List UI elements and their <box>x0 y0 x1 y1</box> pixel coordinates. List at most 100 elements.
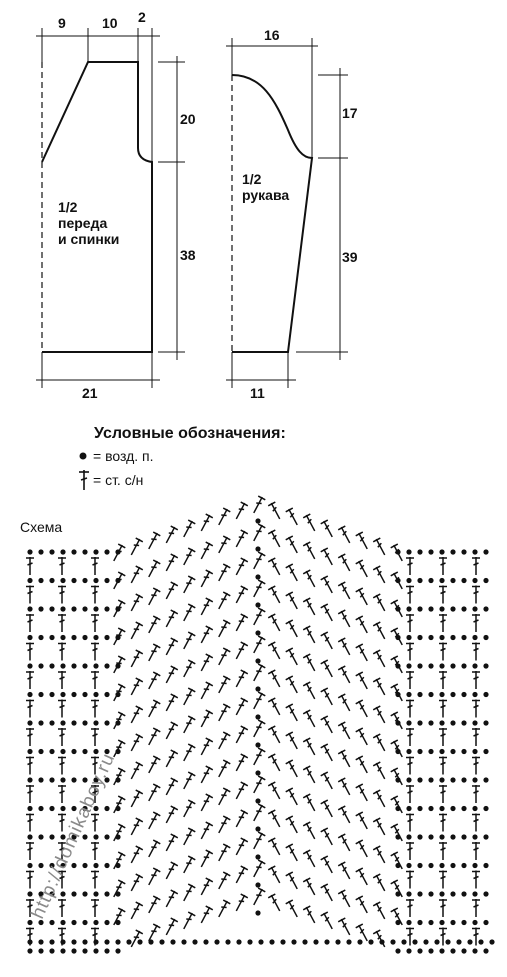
chain-stitch <box>461 919 467 926</box>
double-crochet-stitch <box>372 537 386 556</box>
chain-stitch <box>417 834 423 840</box>
chain-stitch <box>483 549 489 555</box>
chain-stitch <box>406 549 412 555</box>
chain-stitch <box>483 691 489 698</box>
chain-stitch <box>258 939 264 945</box>
chain-stitch <box>93 663 99 669</box>
chain-stitch <box>269 939 275 945</box>
chain-stitch <box>93 948 99 954</box>
double-crochet-stitch <box>148 811 161 830</box>
double-crochet-stitch <box>91 728 99 746</box>
scheme-title: Схема <box>20 519 62 535</box>
double-crochet-stitch <box>165 749 179 768</box>
chain-stitch <box>255 742 261 748</box>
double-crochet-stitch <box>113 683 126 702</box>
double-crochet-stitch <box>267 557 281 576</box>
chain-stitch <box>472 948 478 954</box>
double-crochet-stitch <box>218 507 231 526</box>
double-crochet-stitch <box>390 711 403 730</box>
chain-stitch <box>428 834 434 840</box>
double-crochet-stitch <box>337 833 351 852</box>
double-crochet-stitch <box>372 817 386 836</box>
chain-stitch <box>38 862 44 869</box>
double-crochet-stitch <box>472 899 480 917</box>
double-crochet-stitch <box>91 899 99 917</box>
double-crochet-stitch <box>337 917 351 936</box>
chain-stitch <box>406 720 412 726</box>
chain-stitch <box>60 891 66 897</box>
double-crochet-stitch <box>472 642 480 661</box>
chain-stitch <box>417 691 423 698</box>
chain-stitch <box>126 939 132 945</box>
double-crochet-stitch <box>406 699 414 718</box>
double-crochet-stitch <box>148 531 161 550</box>
double-crochet-stitch <box>91 699 99 718</box>
double-crochet-stitch <box>113 767 126 786</box>
chain-stitch <box>38 606 44 612</box>
chain-stitch <box>49 663 55 669</box>
double-crochet-stitch <box>183 715 196 734</box>
chain-stitch <box>27 577 33 584</box>
double-crochet-stitch <box>285 815 298 834</box>
double-crochet-stitch <box>253 551 266 570</box>
front-back-label-3: и спинки <box>58 231 119 247</box>
double-crochet-stitch <box>439 585 447 604</box>
double-crochet-stitch <box>320 547 333 566</box>
double-crochet-stitch <box>165 609 179 628</box>
chain-stitch <box>93 919 99 926</box>
double-crochet-stitch <box>91 614 99 632</box>
chain-stitch <box>104 948 110 954</box>
double-crochet-stitch <box>235 557 249 576</box>
double-crochet-stitch <box>439 728 447 746</box>
chain-stitch <box>483 805 489 812</box>
chain-stitch <box>428 777 434 783</box>
chain-stitch <box>71 606 77 612</box>
chain-stitch <box>60 805 66 812</box>
double-crochet-stitch <box>130 621 144 640</box>
chain-stitch <box>406 691 412 698</box>
double-crochet-stitch <box>91 842 99 860</box>
double-crochet-stitch <box>337 889 351 908</box>
double-crochet-stitch <box>253 663 266 682</box>
double-crochet-stitch <box>253 775 266 794</box>
double-crochet-stitch <box>320 631 333 650</box>
legend-title: Условные обозначения: <box>94 425 286 442</box>
chain-stitch <box>104 777 110 783</box>
chain-stitch <box>445 939 451 945</box>
chain-stitch <box>483 891 489 897</box>
chain-stitch <box>450 805 456 812</box>
chain-stitch <box>472 577 478 584</box>
double-crochet-stitch <box>320 883 333 902</box>
double-crochet-stitch <box>302 821 316 840</box>
double-crochet-stitch <box>58 756 66 775</box>
double-crochet-stitch <box>200 541 214 560</box>
chain-stitch <box>82 577 88 584</box>
double-crochet-stitch <box>320 603 333 622</box>
chain-stitch <box>439 834 445 840</box>
double-crochet-stitch <box>218 591 231 610</box>
double-crochet-stitch <box>148 587 161 606</box>
double-crochet-stitch <box>165 861 179 880</box>
double-crochet-stitch <box>302 793 316 812</box>
chain-stitch <box>27 834 33 840</box>
chain-stitch <box>71 919 77 926</box>
double-crochet-stitch <box>253 831 266 850</box>
double-crochet-stitch <box>355 531 368 550</box>
chain-stitch <box>255 658 261 664</box>
double-crochet-stitch <box>406 585 414 604</box>
chain-stitch <box>93 606 99 612</box>
double-crochet-stitch <box>472 756 480 775</box>
double-crochet-stitch <box>113 571 126 590</box>
chain-stitch <box>428 720 434 726</box>
chain-stitch <box>38 834 44 840</box>
chain-stitch <box>483 634 489 641</box>
chain-stitch <box>428 663 434 669</box>
double-crochet-stitch <box>130 537 144 556</box>
chain-stitch <box>483 919 489 926</box>
double-crochet-stitch <box>58 699 66 718</box>
double-crochet-icon <box>79 470 89 490</box>
double-crochet-stitch <box>337 609 351 628</box>
chain-stitch <box>115 919 121 926</box>
chain-stitch <box>406 634 412 641</box>
double-crochet-stitch <box>439 756 447 775</box>
